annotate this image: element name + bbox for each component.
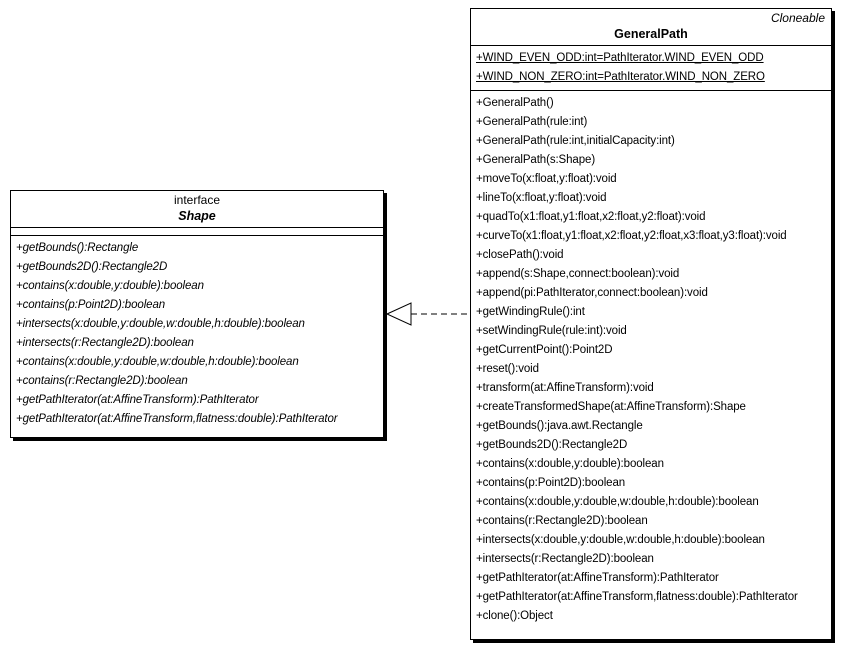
generalpath-method-5: +lineTo(x:float,y:float):void (476, 192, 607, 204)
generalpath-method-17: +getBounds():java.awt.Rectangle (476, 420, 643, 432)
shape-method-7: +contains(r:Rectangle2D):boolean (16, 375, 188, 387)
shape-attributes-compartment (11, 228, 383, 236)
generalpath-attributes-compartment: +WIND_EVEN_ODD:int=PathIterator.WIND_EVE… (471, 46, 831, 91)
generalpath-method-11: +getWindingRule():int (476, 306, 585, 318)
generalpath-header: Cloneable GeneralPath (471, 9, 831, 46)
generalpath-class-name: GeneralPath (614, 27, 688, 41)
generalpath-method-16: +createTransformedShape(at:AffineTransfo… (476, 401, 746, 413)
shape-method-8: +getPathIterator(at:AffineTransform):Pat… (16, 394, 259, 406)
generalpath-method-10: +append(pi:PathIterator,connect:boolean)… (476, 287, 708, 299)
generalpath-attribute-0: +WIND_EVEN_ODD:int=PathIterator.WIND_EVE… (476, 52, 764, 64)
class-box-generalpath[interactable]: Cloneable GeneralPath +WIND_EVEN_ODD:int… (470, 8, 832, 640)
generalpath-methods-compartment: +GeneralPath() +GeneralPath(rule:int) +Gen… (471, 91, 831, 629)
class-box-shape[interactable]: interface Shape +getBounds():Rectangle+g… (10, 190, 384, 438)
shape-method-1: +getBounds2D():Rectangle2D (16, 261, 168, 273)
realization-connector-generalpath-to-shape (385, 302, 471, 326)
shape-method-5: +intersects(r:Rectangle2D):boolean (16, 337, 194, 349)
generalpath-method-24: +intersects(r:Rectangle2D):boolean (476, 553, 654, 565)
generalpath-method-25: +getPathIterator(at:AffineTransform):Pat… (476, 572, 719, 584)
generalpath-method-27: +clone():Object (476, 610, 553, 622)
shape-method-0: +getBounds():Rectangle (16, 242, 139, 254)
hollow-triangle-arrowhead-icon (385, 302, 412, 326)
generalpath-method-7: +curveTo(x1:float,y1:float,x2:float,y2:f… (476, 230, 787, 242)
shape-stereotype: interface (173, 193, 221, 207)
shape-method-2: +contains(x:double,y:double):boolean (16, 280, 204, 292)
generalpath-method-21: +contains(x:double,y:double,w:double,h:d… (476, 496, 759, 508)
generalpath-method-0: +GeneralPath() (476, 97, 554, 109)
generalpath-method-23: +intersects(x:double,y:double,w:double,h… (476, 534, 765, 546)
generalpath-method-18: +getBounds2D():Rectangle2D (476, 439, 628, 451)
generalpath-method-3: +GeneralPath(s:Shape) (476, 154, 596, 166)
generalpath-method-15: +transform(at:AffineTransform):void (476, 382, 654, 394)
generalpath-method-14: +reset():void (476, 363, 539, 375)
generalpath-method-12: +setWindingRule(rule:int):void (476, 325, 627, 337)
generalpath-method-19: +contains(x:double,y:double):boolean (476, 458, 664, 470)
generalpath-method-20: +contains(p:Point2D):boolean (476, 477, 626, 489)
shape-method-9: +getPathIterator(at:AffineTransform,flat… (16, 413, 338, 425)
shape-class-name: Shape (178, 209, 216, 223)
generalpath-method-26: +getPathIterator(at:AffineTransform,flat… (476, 591, 798, 603)
generalpath-method-8: +closePath():void (476, 249, 564, 261)
generalpath-method-1: +GeneralPath(rule:int) (476, 116, 588, 128)
generalpath-method-22: +contains(r:Rectangle2D):boolean (476, 515, 648, 527)
generalpath-method-2: +GeneralPath(rule:int,initialCapacity:in… (476, 135, 675, 147)
generalpath-stereotype: Cloneable (770, 11, 825, 25)
shape-method-3: +contains(p:Point2D):boolean (16, 299, 166, 311)
generalpath-method-6: +quadTo(x1:float,y1:float,x2:float,y2:fl… (476, 211, 706, 223)
generalpath-method-4: +moveTo(x:float,y:float):void (476, 173, 617, 185)
shape-method-6: +contains(x:double,y:double,w:double,h:d… (16, 356, 299, 368)
shape-method-4: +intersects(x:double,y:double,w:double,h… (16, 318, 305, 330)
generalpath-attribute-1: +WIND_NON_ZERO:int=PathIterator.WIND_NON… (476, 71, 765, 83)
generalpath-method-13: +getCurrentPoint():Point2D (476, 344, 613, 356)
generalpath-method-9: +append(s:Shape,connect:boolean):void (476, 268, 680, 280)
shape-header: interface Shape (11, 191, 383, 228)
shape-methods-compartment: +getBounds():Rectangle +getBounds2D():Rec… (11, 236, 383, 432)
